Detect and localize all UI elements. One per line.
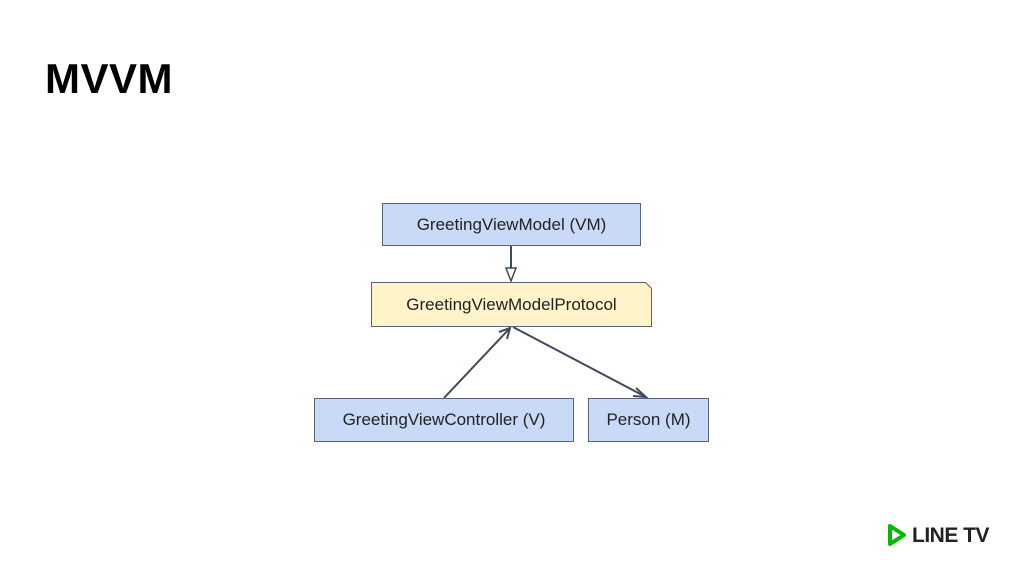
line-tv-logo: LINE TV: [887, 522, 990, 548]
logo-text: LINE TV: [912, 523, 990, 547]
node-label: GreetingViewController (V): [342, 410, 546, 429]
play-triangle-icon: [888, 524, 906, 546]
protocol-note-shape: [371, 282, 652, 327]
node-person[interactable]: Person (M): [588, 398, 709, 442]
node-greeting-view-model[interactable]: GreetingViewModel (VM): [382, 203, 641, 246]
slide-title: MVVM: [45, 55, 173, 102]
edge-vm-to-protocol: [504, 246, 518, 284]
node-greeting-view-controller[interactable]: GreetingViewController (V): [314, 398, 574, 442]
edge-protocol-to-person: [512, 326, 649, 399]
node-label: GreetingViewModel (VM): [416, 214, 607, 234]
node-label: GreetingViewModelProtocol: [406, 294, 617, 314]
edge-view-controller-to-protocol: [443, 326, 512, 399]
node-label: Person (M): [606, 410, 691, 429]
node-greeting-view-model-protocol[interactable]: GreetingViewModelProtocol: [371, 282, 652, 327]
